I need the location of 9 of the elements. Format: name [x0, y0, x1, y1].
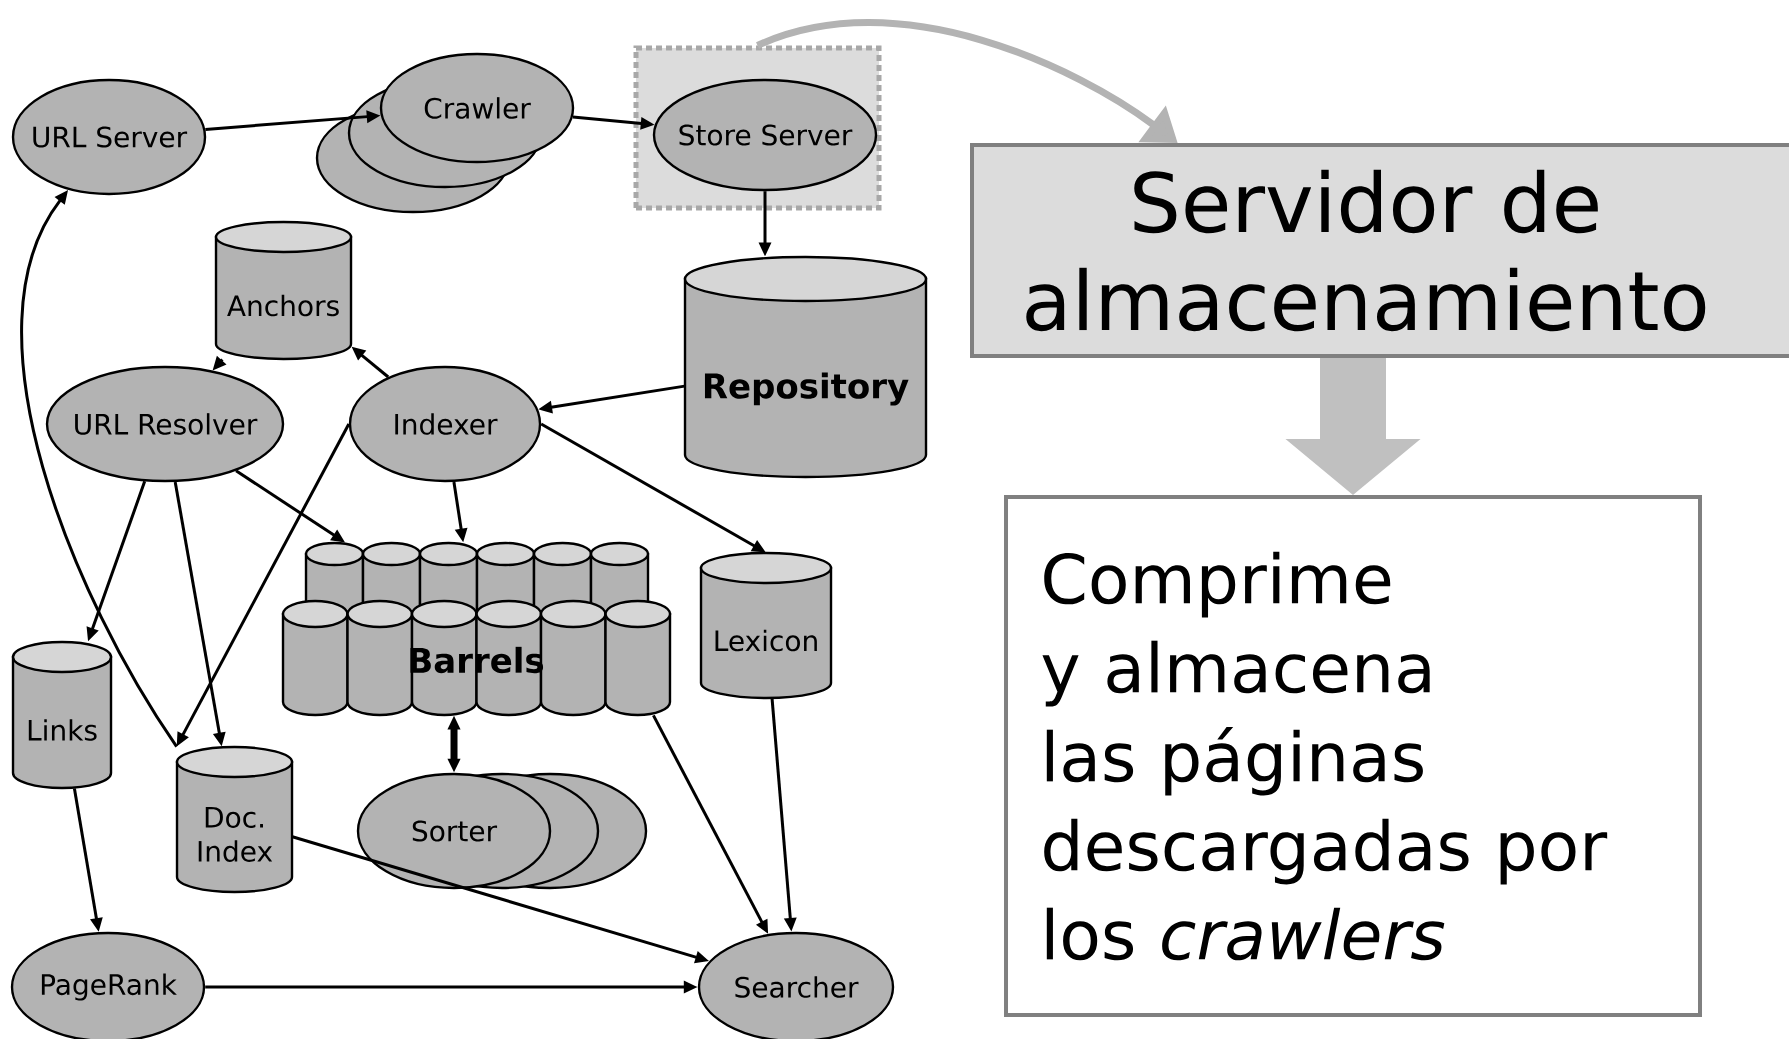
stacked-ellipses: Crawler — [315, 52, 575, 214]
database-cylinder: Lexicon — [699, 551, 833, 700]
text-box: Comprime y almacena las páginas descargadas por los crawlers — [1004, 495, 1702, 1017]
title-box: Servidor de almacenamiento — [970, 143, 1789, 358]
database-cylinder: Doc. Index — [175, 745, 294, 894]
database-cylinder: Links — [11, 640, 113, 790]
database-cylinder: Anchors — [214, 220, 353, 361]
stacked-ellipses: Sorter — [356, 772, 648, 890]
database-cylinder: Repository — [683, 255, 928, 479]
